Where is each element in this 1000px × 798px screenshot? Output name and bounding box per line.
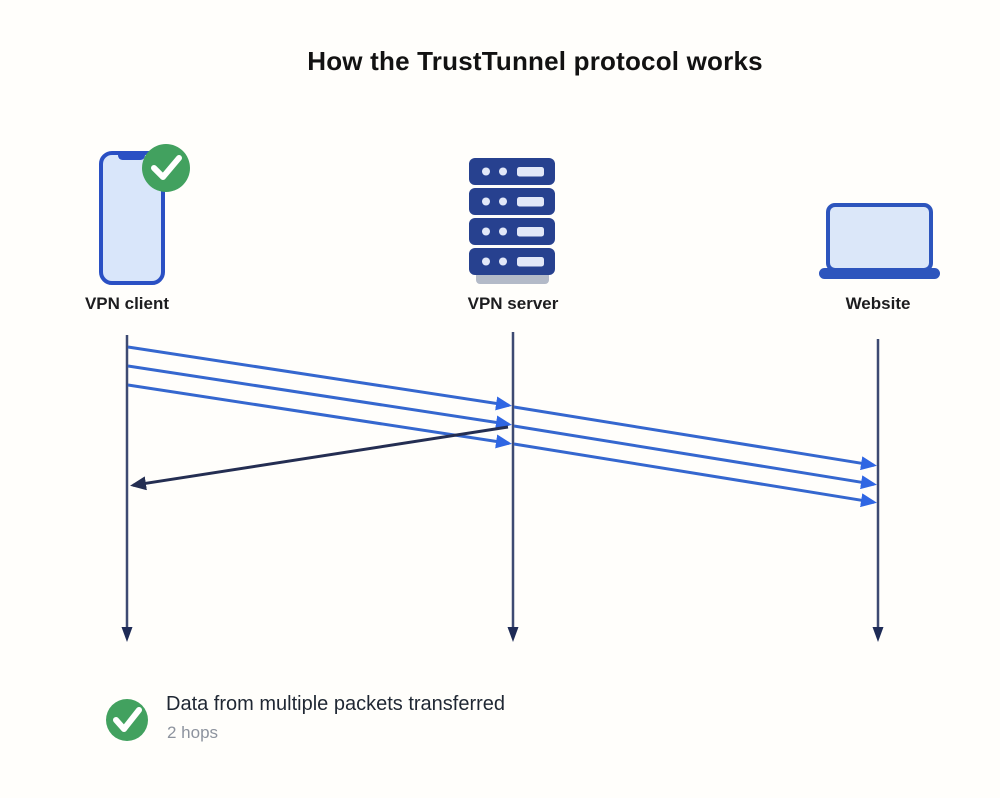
packet-arrow — [127, 364, 512, 430]
packet-arrow — [513, 424, 877, 490]
server-unit — [469, 218, 555, 245]
server-stack-icon — [469, 158, 555, 284]
laptop-screen — [826, 203, 933, 272]
packet-arrow — [513, 405, 877, 471]
check-mark — [151, 155, 182, 180]
legend-text: Data from multiple packets transferred — [166, 693, 506, 715]
packet-arrow — [513, 442, 877, 508]
phone-notch — [118, 151, 145, 160]
website-lifeline — [872, 339, 884, 642]
page-title: How the TrustTunnel protocol works — [307, 46, 763, 76]
vpn-server-label: VPN server — [467, 294, 559, 313]
laptop-icon — [819, 203, 940, 279]
packets-server-to-website — [513, 405, 877, 508]
server-lifeline — [507, 332, 519, 642]
lifeline-arrowhead — [872, 627, 884, 642]
lifeline-arrowhead — [121, 627, 133, 642]
legend-subtext: 2 hops — [167, 723, 219, 742]
return-arrow — [130, 425, 509, 491]
lifeline-arrowhead — [507, 627, 519, 642]
packet-arrow — [127, 345, 512, 411]
server-unit — [469, 248, 555, 275]
server-unit — [469, 158, 555, 185]
vpn-client-label: VPN client — [84, 294, 170, 313]
check-badge-icon — [142, 144, 190, 192]
laptop-base — [819, 268, 940, 279]
client-lifeline — [121, 335, 133, 642]
check-mark — [113, 707, 142, 732]
legend-check-circle-icon — [106, 699, 148, 741]
website-label: Website — [845, 294, 911, 313]
packet-arrow — [127, 383, 512, 449]
smartphone-icon — [99, 151, 165, 285]
server-unit — [469, 188, 555, 215]
packets-client-to-server — [127, 345, 512, 449]
